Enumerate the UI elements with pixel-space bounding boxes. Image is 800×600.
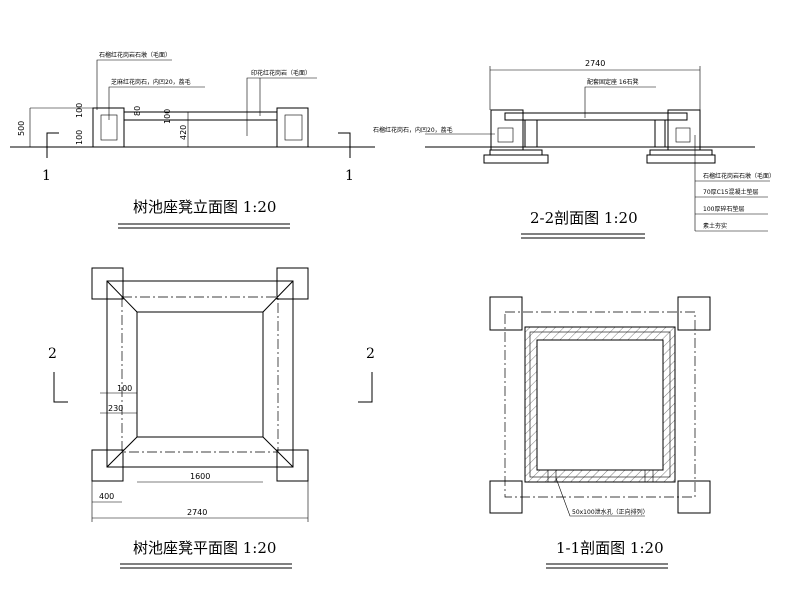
dim-100: 100 [117, 384, 132, 393]
layer-2: 70厚C15混凝土垫层 [703, 188, 758, 196]
note-drain-hole: 50x100泄水孔（正向排列） [572, 508, 649, 516]
dim-2740: 2740 [187, 508, 207, 517]
note-pier: 石榴红花岗岩石墩（毛面） [99, 51, 171, 59]
dim-2740: 2740 [585, 59, 605, 68]
section-2-2-view: 2740 配套固定座 16石凳 石榴红花岗石，内凹20，荔毛 石榴红花岗岩石墩（… [373, 59, 775, 239]
dim-100: 100 [75, 103, 84, 118]
layer-3: 100厚碎石垫层 [703, 205, 744, 213]
section-mark-1-left: 1 [42, 168, 51, 184]
section-mark-2-left: 2 [48, 346, 57, 362]
plan-title: 树池座凳平面图 1:20 [133, 539, 276, 557]
note-seat-slab: 配套固定座 16石凳 [587, 78, 639, 86]
dim-400: 400 [99, 492, 114, 501]
dim-230: 230 [108, 404, 123, 413]
section-1-1-view: 50x100泄水孔（正向排列） 1-1剖面图 1:20 [489, 296, 711, 569]
dim-100: 100 [75, 130, 84, 145]
note-inlay: 芝麻红花岗石，内凹20，荔毛 [111, 78, 191, 86]
section-1-1-title: 1-1剖面图 1:20 [556, 539, 664, 557]
elevation-view: 500 100 100 80 100 420 石榴红花岗岩石墩（毛面） 芝麻红花… [10, 51, 375, 229]
note-seat: 印花红花岗岩（毛面） [251, 69, 311, 77]
elevation-title: 树池座凳立面图 1:20 [133, 198, 276, 216]
dim-420: 420 [179, 125, 188, 140]
dim-100: 100 [163, 109, 172, 124]
layer-4: 素土夯实 [703, 222, 727, 230]
plan-view: 100 230 1600 400 2740 2 2 树池座凳平面图 1:20 [48, 267, 375, 569]
section-2-2-title: 2-2剖面图 1:20 [530, 209, 638, 227]
dim-80: 80 [133, 106, 142, 116]
section-mark-1-right: 1 [345, 168, 354, 184]
layer-1: 石榴红花岗岩石墩（毛面） [703, 172, 775, 180]
dim-500: 500 [17, 121, 26, 136]
note-inlay-22: 石榴红花岗石，内凹20，荔毛 [373, 126, 453, 134]
section-mark-2-right: 2 [366, 346, 375, 362]
layer-legend: 石榴红花岗岩石墩（毛面） 70厚C15混凝土垫层 100厚碎石垫层 素土夯实 [694, 135, 775, 232]
dim-1600: 1600 [190, 472, 210, 481]
